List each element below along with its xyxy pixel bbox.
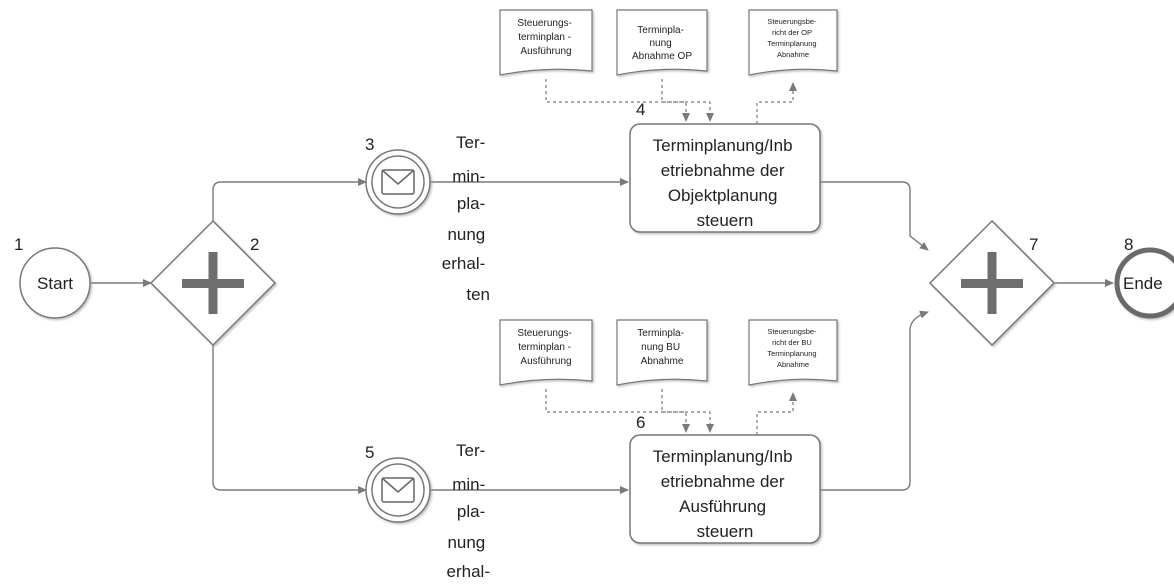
flow-split-to-event-top[interactable] — [212, 178, 367, 221]
task-bottom-number: 6 — [636, 413, 645, 432]
association-top-input-2 — [661, 79, 690, 122]
end-event[interactable]: Ende — [1114, 247, 1174, 319]
document-bottom-output[interactable]: Steuerungsbe- richt der BU Terminplanung… — [748, 319, 838, 386]
envelope-icon — [381, 169, 415, 195]
task-top-label: Terminplanung/Inb etriebnahme der Objekt… — [653, 136, 798, 230]
task-top-number: 4 — [636, 100, 645, 119]
event-bottom-number: 5 — [365, 443, 374, 462]
task-top[interactable]: Terminplanung/Inb etriebnahme der Objekt… — [629, 123, 821, 233]
event-top-label: Ter- min- pla- nung erhal- ten — [442, 133, 490, 304]
plus-icon-vertical — [987, 252, 997, 314]
end-event-number: 8 — [1124, 235, 1133, 254]
envelope-icon — [381, 477, 415, 503]
document-label: Steuerungsbe- richt der OP Terminplanung… — [767, 17, 818, 59]
document-label: Terminpla- nung Abnahme OP — [632, 25, 692, 62]
association-bottom-input-1 — [545, 389, 714, 433]
parallel-join-gateway[interactable] — [928, 219, 1056, 347]
association-top-input-1 — [545, 79, 714, 122]
association-top-output — [756, 82, 797, 124]
document-label: Steuerungs- terminplan - Ausführung — [517, 18, 574, 57]
document-bottom-input-2[interactable]: Terminpla- nung BU Abnahme — [616, 319, 708, 386]
association-bottom-input-2 — [661, 389, 690, 433]
parallel-split-gateway[interactable] — [149, 219, 277, 347]
event-top-number: 3 — [365, 135, 374, 154]
document-top-output[interactable]: Steuerungsbe- richt der OP Terminplanung… — [748, 9, 838, 76]
document-label: Terminpla- nung BU Abnahme — [637, 328, 686, 367]
document-bottom-input-1[interactable]: Steuerungs- terminplan - Ausführung — [499, 319, 593, 386]
flow-task-bottom-to-join[interactable] — [820, 310, 929, 491]
task-bottom[interactable]: Terminplanung/Inb etriebnahme der Ausfüh… — [629, 434, 821, 544]
start-event-label: Start — [37, 274, 73, 293]
flow-split-to-event-bottom[interactable] — [212, 345, 367, 494]
start-event[interactable]: Start — [19, 247, 91, 319]
plus-icon-vertical — [208, 252, 218, 314]
message-event-top[interactable] — [365, 149, 431, 215]
document-label: Steuerungs- terminplan - Ausführung — [517, 328, 574, 367]
document-top-input-2[interactable]: Terminpla- nung Abnahme OP — [616, 9, 708, 76]
flow-task-top-to-join[interactable] — [820, 181, 929, 251]
split-gateway-number: 2 — [250, 235, 259, 254]
start-event-number: 1 — [14, 235, 23, 254]
event-bottom-label: Ter- min- pla- nung erhal- — [447, 441, 490, 581]
end-event-label: Ende — [1123, 274, 1163, 293]
document-label: Steuerungsbe- richt der BU Terminplanung… — [767, 327, 818, 369]
join-gateway-number: 7 — [1029, 235, 1038, 254]
task-bottom-label: Terminplanung/Inb etriebnahme der Ausfüh… — [653, 447, 798, 541]
message-event-bottom[interactable] — [365, 457, 431, 523]
document-top-input-1[interactable]: Steuerungs- terminplan - Ausführung — [499, 9, 593, 76]
association-bottom-output — [756, 392, 797, 435]
